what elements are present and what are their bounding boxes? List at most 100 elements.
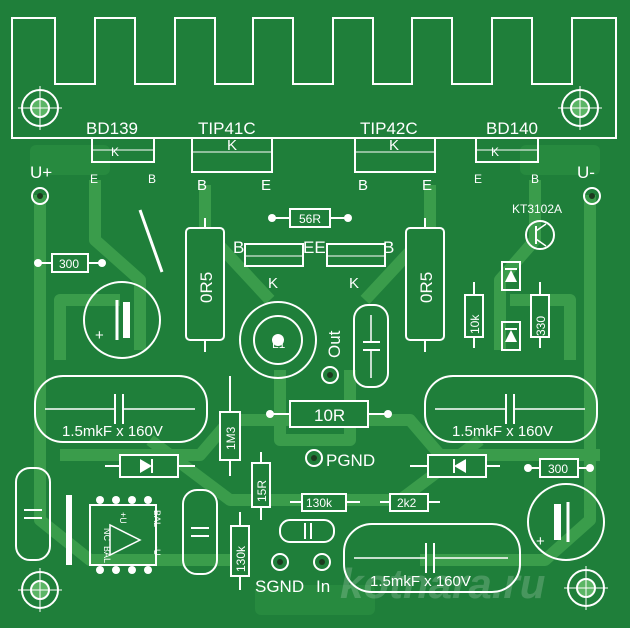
copper-fill-blocks: [30, 145, 600, 615]
resistor-330: 330: [530, 282, 550, 348]
transistor-tip42c: TIP42C K B E: [354, 119, 436, 194]
resistor-1m3: 1M3: [219, 376, 241, 476]
transistor-driver-left: B K: [233, 238, 304, 292]
resistor-10r: 10R: [266, 400, 392, 428]
label-u-minus: U-: [577, 163, 595, 182]
label-10k: 10k: [468, 314, 482, 334]
capacitor-film-vertical-left: [15, 467, 51, 561]
capacitor-film-vertical-center: [182, 489, 218, 575]
transistor-bd140: BD140 K E B: [474, 119, 539, 186]
cap-right-plus: +: [536, 533, 545, 550]
label-pgnd: PGND: [326, 451, 375, 470]
capacitor-electrolytic-left: +: [83, 281, 161, 359]
pin-b-driver-left: B: [233, 238, 244, 257]
pin-e-bd140: E: [474, 172, 482, 186]
resistor-130k-horizontal: 130k: [290, 493, 360, 512]
pin-b-tip42c: B: [358, 177, 368, 194]
watermark-text: kotnara.ru: [340, 560, 545, 607]
transistor-bd139: BD139 K E B: [86, 119, 156, 186]
label-300-right: 300: [548, 462, 568, 476]
diode-bottom-right: [410, 454, 500, 478]
mount-hole-top-left: [18, 86, 62, 130]
label-u-plus: U+: [30, 163, 52, 182]
resistor-15r: 15R: [251, 452, 271, 520]
label-10r: 10R: [314, 406, 345, 425]
label-bd139: BD139: [86, 119, 138, 138]
resistor-0r5-right: 0R5: [405, 218, 445, 352]
capacitor-film-small: [279, 519, 335, 543]
terminal-pgnd: PGND: [305, 449, 375, 470]
label-tip41c: TIP41C: [198, 119, 256, 138]
pin-k-bd139: K: [111, 145, 119, 159]
label-l1: L1: [272, 337, 286, 351]
label-out: Out: [325, 330, 344, 358]
link-bar-left: [66, 495, 72, 565]
label-in: In: [316, 577, 330, 596]
pin-e-tip41c: E: [261, 177, 271, 194]
label-kt3102a: KT3102A: [512, 202, 562, 216]
mounting-holes: [18, 86, 608, 612]
pin-b-bd140: B: [531, 172, 539, 186]
capacitor-film-big-left: 1.5mkF x 160V: [34, 375, 208, 443]
pin-k-tip41c: K: [227, 137, 237, 154]
resistor-2k2: 2k2: [380, 493, 440, 512]
opamp-ic: NC +U BAL BAL -U: [89, 496, 162, 574]
label-cap-big-right: 1.5mkF x 160V: [452, 423, 553, 440]
label-0r5-right: 0R5: [417, 272, 436, 303]
label-sgnd: SGND: [255, 577, 304, 596]
pin-e-tip42c: E: [422, 177, 432, 194]
opamp-pin-nc: NC: [102, 528, 112, 541]
diode-bottom-left: [105, 454, 195, 478]
label-330: 330: [534, 316, 548, 336]
capacitor-film-vertical-mid: [353, 304, 389, 388]
pin-k-bd140: K: [491, 145, 499, 159]
capacitor-electrolytic-right: +: [527, 483, 605, 561]
resistor-56r: 56R: [268, 208, 352, 228]
capacitor-film-big-right: 1.5mkF x 160V: [424, 375, 598, 443]
pin-b-driver-right: B: [383, 238, 394, 257]
mount-hole-bottom-left: [18, 568, 62, 612]
pin-k-tip42c: K: [389, 137, 399, 154]
label-cap-big-left: 1.5mkF x 160V: [62, 423, 163, 440]
terminal-out: Out: [321, 330, 344, 384]
terminal-in: In: [313, 553, 331, 596]
heatsink-outline: [11, 17, 617, 139]
label-15r: 15R: [255, 480, 269, 502]
resistor-300-left: 300: [34, 253, 106, 273]
terminal-u-plus: U+: [30, 163, 52, 205]
label-56r: 56R: [299, 212, 321, 226]
terminal-sgnd: SGND: [255, 553, 304, 596]
diode-lower-right: [501, 321, 521, 351]
jumper-wire: [138, 209, 164, 273]
pin-k-driver-left: K: [268, 275, 278, 292]
opamp-pin-bal-bot: BAL: [102, 546, 112, 563]
transistor-driver-right: B K: [326, 238, 394, 292]
label-1m3: 1M3: [224, 426, 238, 450]
resistor-300-right: 300: [524, 458, 594, 478]
pin-e-bd139: E: [90, 172, 98, 186]
label-cap-big-bottom: 1.5mkF x 160V: [370, 573, 471, 590]
label-130k-horizontal: 130k: [306, 496, 333, 510]
label-tip42c: TIP42C: [360, 119, 418, 138]
resistor-0r5-left: 0R5: [185, 218, 225, 352]
label-130k-vertical: 130k: [234, 545, 248, 572]
opamp-pin-bal-top: BAL: [152, 510, 162, 527]
label-bd140: BD140: [486, 119, 538, 138]
cap-left-plus: +: [95, 327, 104, 344]
mount-hole-bottom-right: [564, 566, 608, 610]
terminal-u-minus: U-: [577, 163, 601, 205]
label-300-left: 300: [59, 257, 79, 271]
label-0r5-left: 0R5: [197, 272, 216, 303]
diode-upper-right: [501, 261, 521, 291]
opamp-pin-minus-u: -U: [152, 546, 162, 556]
resistor-10k: 10k: [464, 282, 484, 348]
capacitor-film-big-bottom: 1.5mkF x 160V: [343, 523, 521, 593]
coil-l1: L1: [239, 301, 317, 379]
resistor-130k-vertical: 130k: [230, 512, 250, 590]
pin-ee-drivers: EE: [303, 238, 326, 257]
mount-hole-top-right: [558, 86, 602, 130]
pin-k-driver-right: K: [349, 275, 359, 292]
